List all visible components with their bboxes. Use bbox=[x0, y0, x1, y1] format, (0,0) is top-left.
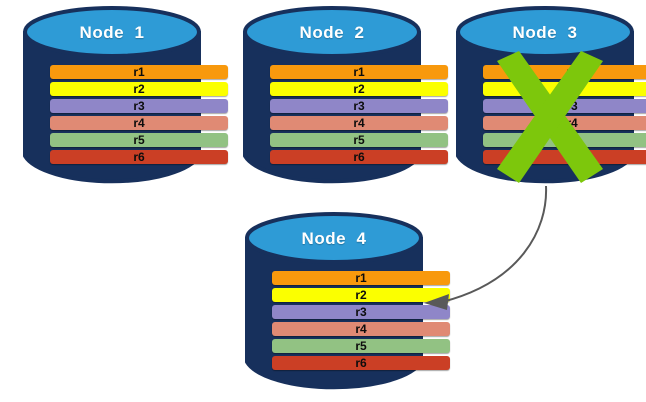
node-1-records: r1 r2 r3 r4 r5 r6 bbox=[23, 65, 255, 167]
record-r1[interactable]: r1 bbox=[272, 271, 450, 285]
record-r1[interactable]: r1 bbox=[270, 65, 448, 79]
record-r3-label: r3 bbox=[355, 305, 367, 319]
record-r4[interactable]: r4 bbox=[270, 116, 448, 130]
record-r4-label: r4 bbox=[133, 116, 145, 130]
record-r5-label: r5 bbox=[353, 133, 365, 147]
record-r4[interactable]: r4 bbox=[50, 116, 228, 130]
record-r5-label: r5 bbox=[355, 339, 367, 353]
record-r2[interactable]: r2 bbox=[50, 82, 228, 96]
record-r1-label: r1 bbox=[133, 65, 145, 79]
record-r2[interactable]: r2 bbox=[270, 82, 448, 96]
node-4[interactable]: Node 4 r1 r2 r3 r4 r5 r6 bbox=[245, 212, 450, 394]
record-r3-label: r3 bbox=[353, 99, 365, 113]
node-1[interactable]: Node 1 r1 r2 r3 r4 r5 r6 bbox=[23, 6, 228, 188]
record-r6[interactable]: r6 bbox=[50, 150, 228, 164]
record-r1-label: r1 bbox=[353, 65, 365, 79]
record-r1[interactable]: r1 bbox=[50, 65, 228, 79]
record-r2-label: r2 bbox=[133, 82, 145, 96]
record-r6[interactable]: r6 bbox=[270, 150, 448, 164]
record-r3[interactable]: r3 bbox=[50, 99, 228, 113]
node-4-records: r1 r2 r3 r4 r5 r6 bbox=[245, 271, 477, 373]
record-r4-label: r4 bbox=[353, 116, 365, 130]
node-2-records: r1 r2 r3 r4 r5 r6 bbox=[243, 65, 475, 167]
record-r5[interactable]: r5 bbox=[272, 339, 450, 353]
record-r6-label: r6 bbox=[353, 150, 365, 164]
record-r2-label: r2 bbox=[355, 288, 367, 302]
record-r6[interactable]: r6 bbox=[272, 356, 450, 370]
record-r6-label: r6 bbox=[355, 356, 367, 370]
record-r2[interactable]: r2 bbox=[272, 288, 450, 302]
record-r5-label: r5 bbox=[133, 133, 145, 147]
record-r4-label: r4 bbox=[355, 322, 367, 336]
record-r5[interactable]: r5 bbox=[50, 133, 228, 147]
node-2[interactable]: Node 2 r1 r2 r3 r4 r5 r6 bbox=[243, 6, 448, 188]
record-r6-label: r6 bbox=[133, 150, 145, 164]
record-r1-label: r1 bbox=[355, 271, 367, 285]
record-r3[interactable]: r3 bbox=[270, 99, 448, 113]
record-r5[interactable]: r5 bbox=[270, 133, 448, 147]
record-r4[interactable]: r4 bbox=[272, 322, 450, 336]
record-r2-label: r2 bbox=[353, 82, 365, 96]
record-r3[interactable]: r3 bbox=[272, 305, 450, 319]
record-r3-label: r3 bbox=[133, 99, 145, 113]
